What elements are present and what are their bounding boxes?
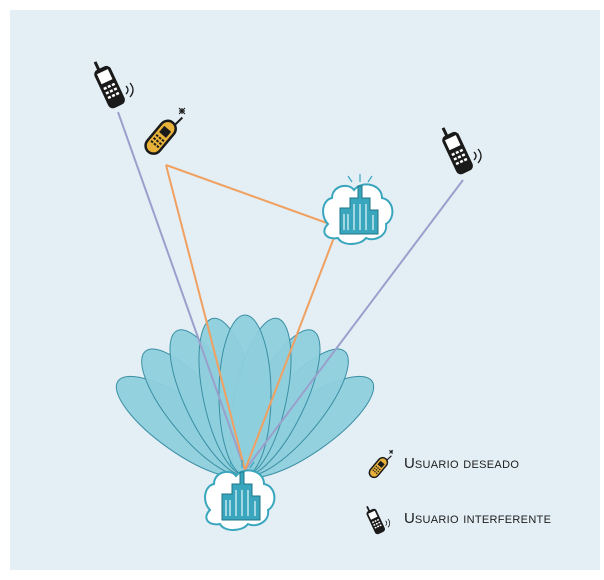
interfering-phone-icon — [88, 56, 134, 111]
legend-desired-label: USUARIO DESEADO — [404, 455, 520, 472]
beam-lobe — [218, 314, 272, 476]
repeater-building-icon — [322, 173, 394, 245]
interfering-path-left — [117, 111, 246, 471]
interfering-paths — [117, 111, 464, 471]
desired-paths — [165, 164, 339, 471]
interfering-path-right — [244, 179, 464, 471]
repeater-to-base-path — [244, 226, 339, 471]
legend-interfering-user: USUARIO INTERFERENTE — [366, 510, 551, 528]
legend-desired-user: USUARIO DESEADO — [366, 455, 519, 473]
desired-to-repeater-path — [165, 164, 339, 228]
legend-interfering-label: USUARIO INTERFERENTE — [404, 510, 552, 527]
desired-phone-icon — [141, 106, 187, 159]
desired-direct-path — [165, 164, 246, 471]
interfering-phone-icon — [436, 122, 482, 177]
